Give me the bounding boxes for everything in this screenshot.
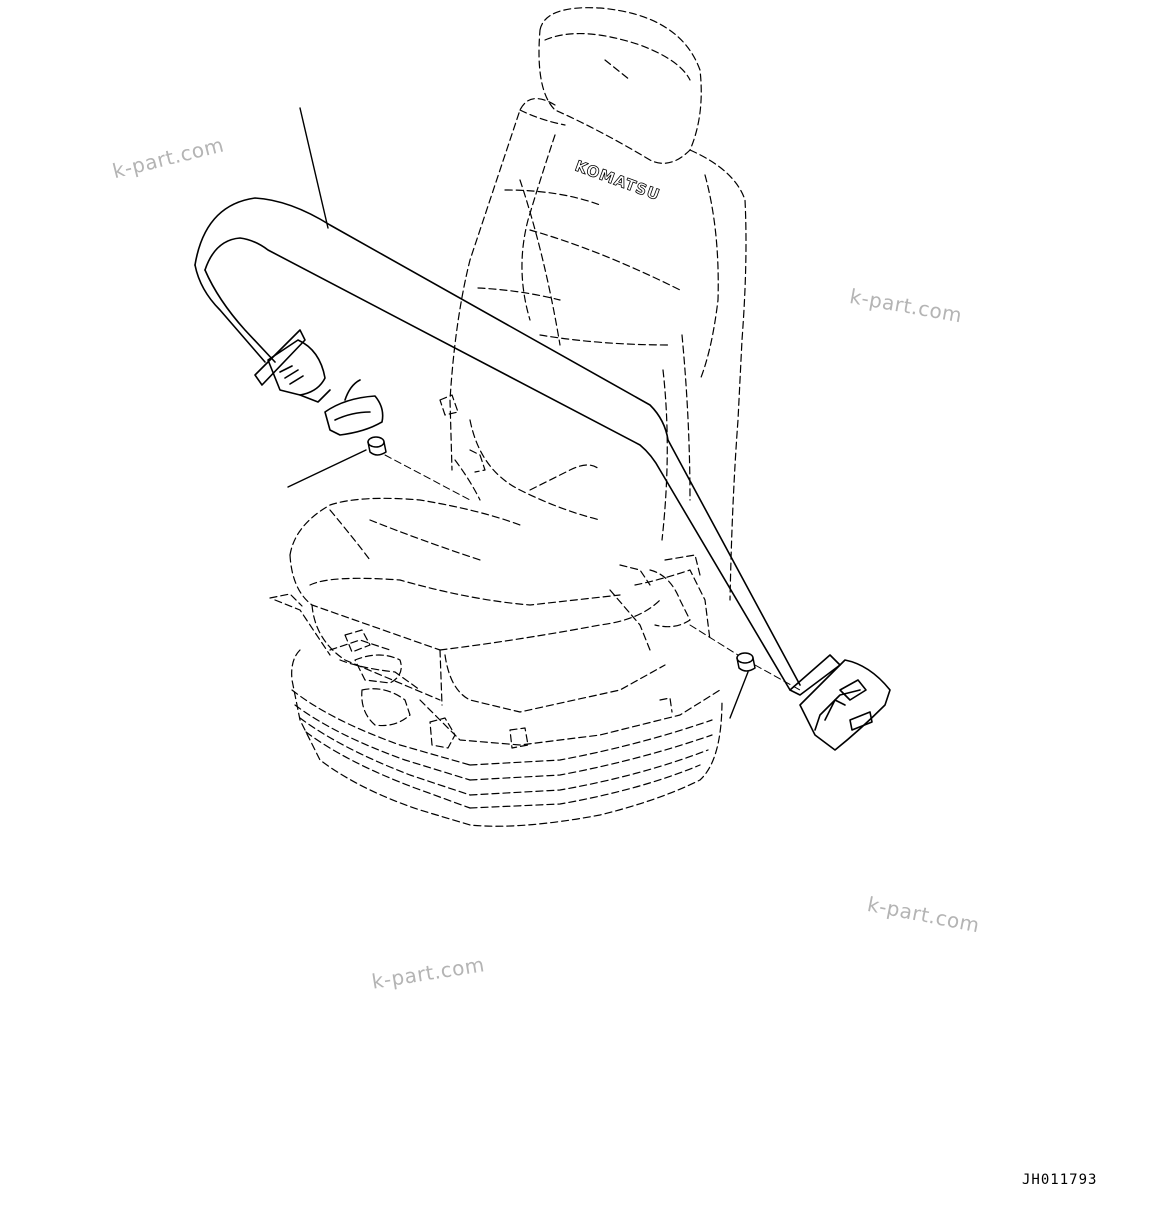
- leader-line-belt: [299, 107, 329, 229]
- mounting-collar-left: [367, 436, 387, 456]
- mounting-collar-right: [736, 652, 756, 672]
- seat-logo-text: KOMATSU: [573, 157, 663, 204]
- seat-belt: [194, 197, 891, 751]
- leader-line-collar-left: [287, 449, 367, 488]
- assembly-lines: [384, 454, 801, 691]
- seat-logo: KOMATSU: [572, 156, 663, 204]
- drawing-code: JH011793: [1022, 1172, 1098, 1188]
- seat-outline: [269, 7, 747, 827]
- leader-lines: [287, 107, 749, 719]
- leader-line-collar-right: [729, 671, 749, 719]
